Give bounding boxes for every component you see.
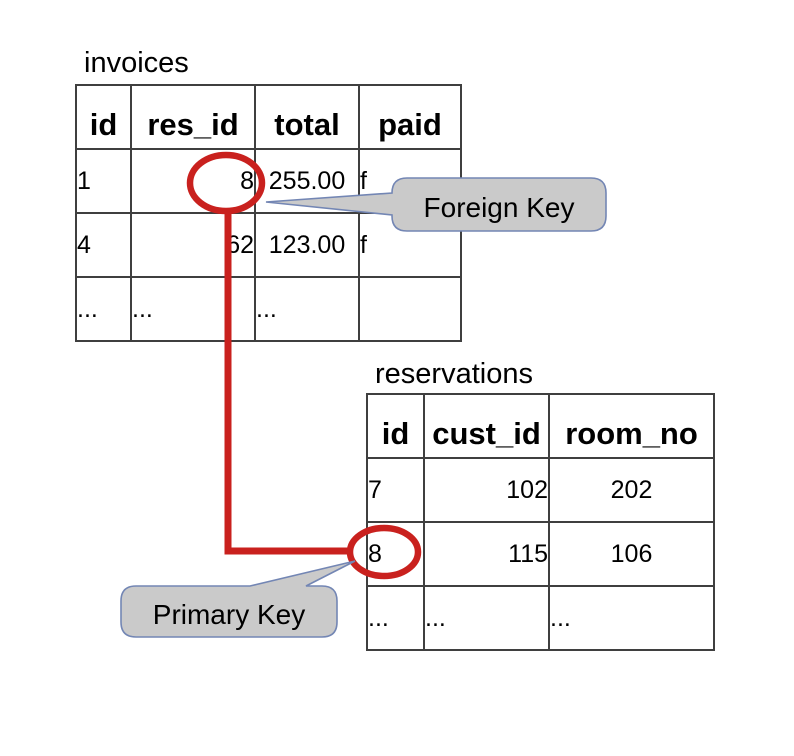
table-cell: 255.00 (254, 148, 360, 214)
table-cell: 7 (366, 457, 425, 523)
table-cell (358, 276, 462, 342)
reservations-table-title: reservations (375, 358, 533, 390)
table-row: ... ... ... (75, 276, 462, 342)
table-cell: ... (254, 276, 360, 342)
table-row: 7 102 202 (366, 457, 715, 523)
table-cell: 4 (75, 212, 132, 278)
column-header-total: total (254, 84, 360, 150)
column-header-paid: paid (358, 84, 462, 150)
table-cell: 1 (75, 148, 132, 214)
table-cell: f (358, 212, 462, 278)
table-cell: ... (75, 276, 132, 342)
invoices-header-row: id res_id total paid (75, 84, 462, 150)
table-cell: ... (548, 585, 715, 651)
table-cell: 8 (366, 521, 425, 587)
table-cell: f (358, 148, 462, 214)
table-row: 1 8 255.00 f (75, 148, 462, 214)
column-header-res-id: res_id (130, 84, 256, 150)
table-cell: 8 (130, 148, 256, 214)
table-cell: 62 (130, 212, 256, 278)
table-cell: ... (423, 585, 550, 651)
column-header-id: id (366, 393, 425, 459)
table-cell: 106 (548, 521, 715, 587)
table-cell: 202 (548, 457, 715, 523)
reservations-table: id cust_id room_no 7 102 202 8 115 106 .… (366, 393, 715, 651)
column-header-id: id (75, 84, 132, 150)
reservations-header-row: id cust_id room_no (366, 393, 715, 459)
invoices-table-title: invoices (84, 47, 189, 79)
table-row: 4 62 123.00 f (75, 212, 462, 278)
column-header-room-no: room_no (548, 393, 715, 459)
primary-key-callout-label: Primary Key (153, 599, 305, 630)
table-cell: ... (366, 585, 425, 651)
table-cell: 102 (423, 457, 550, 523)
column-header-cust-id: cust_id (423, 393, 550, 459)
table-row: 8 115 106 (366, 521, 715, 587)
table-cell: 115 (423, 521, 550, 587)
table-cell: 123.00 (254, 212, 360, 278)
primary-key-callout-bubble (120, 560, 356, 638)
invoices-table: id res_id total paid 1 8 255.00 f 4 62 1… (75, 84, 462, 342)
table-cell: ... (130, 276, 256, 342)
table-row: ... ... ... (366, 585, 715, 651)
